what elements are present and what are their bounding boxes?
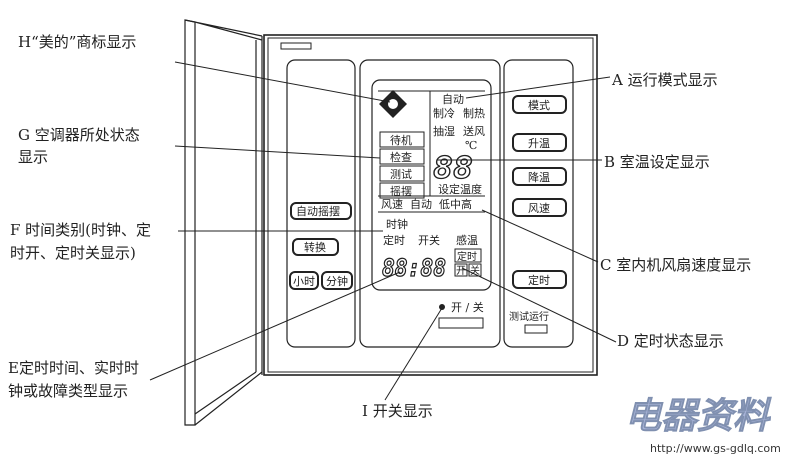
status-indicators: 待机 检查 测试 摇摆	[379, 131, 425, 199]
set-temp-digits: 88	[433, 151, 473, 186]
power-led-icon	[439, 304, 445, 310]
svg-text:风速: 风速	[528, 202, 550, 215]
fan-speed-button[interactable]: 风速	[512, 198, 567, 217]
lcd-display	[371, 79, 492, 291]
power-button[interactable]	[438, 317, 484, 329]
timer-label: 定时	[383, 233, 405, 247]
open-door	[184, 19, 263, 426]
test-run-label: 测试运行	[509, 310, 549, 323]
temp-up-button[interactable]: 升温	[512, 133, 567, 152]
watermark-url: http://www.gs-gdlq.com	[650, 442, 781, 455]
status-swing: 摇摆	[390, 184, 412, 198]
callout-d: D 定时状态显示	[617, 332, 724, 350]
temp-down-button[interactable]: 降温	[512, 167, 567, 186]
svg-text:分钟: 分钟	[326, 274, 348, 288]
timer-box: 定时	[457, 250, 477, 263]
mode-heat: 制热	[463, 107, 485, 120]
callout-a: A 运行模式显示	[611, 71, 718, 89]
mode-dry: 抽湿	[433, 124, 455, 138]
power-label: 开 / 关	[451, 300, 484, 314]
svg-text:升温: 升温	[528, 137, 550, 150]
callout-e-line2: 钟或故障类型显示	[8, 382, 128, 400]
svg-text:模式: 模式	[528, 99, 550, 112]
time-digits: 88:88	[382, 254, 446, 282]
status-test: 测试	[390, 168, 412, 181]
callout-e-line1: E定时时间、实时时	[8, 359, 139, 377]
test-run-button[interactable]	[524, 324, 548, 334]
callout-g-line1: G 空调器所处状态	[18, 126, 140, 144]
timer-button[interactable]: 定时	[512, 270, 567, 289]
status-check: 检查	[390, 150, 412, 164]
control-panel	[263, 34, 598, 376]
callout-b: B 室温设定显示	[604, 153, 710, 171]
callout-f-line1: F 时间类别(时钟、定	[10, 221, 151, 239]
svg-text:小时: 小时	[293, 275, 315, 288]
svg-text:降温: 降温	[528, 170, 550, 184]
status-standby: 待机	[390, 133, 412, 147]
fan-speed-row: 风速 自动 低中高	[381, 197, 472, 211]
celsius-unit: ℃	[465, 139, 477, 152]
mode-button[interactable]: 模式	[512, 95, 567, 114]
svg-text:自动摇摆: 自动摇摆	[296, 204, 340, 218]
timer-on-box: 开	[456, 266, 466, 277]
on-off-label: 开关	[418, 233, 440, 247]
mode-cool: 制冷	[433, 107, 455, 120]
hour-button[interactable]: 小时	[289, 271, 319, 290]
clock-label: 时钟	[386, 217, 408, 231]
sensor-label: 感温	[456, 234, 478, 247]
auto-swing-button[interactable]: 自动摇摆	[290, 202, 352, 220]
svg-text:定时: 定时	[528, 273, 550, 287]
midea-logo-icon	[379, 90, 407, 118]
callout-c: C 室内机风扇速度显示	[600, 256, 751, 274]
mode-fan: 送风	[463, 124, 485, 138]
callout-g-line2: 显示	[18, 148, 48, 166]
mode-auto: 自动	[442, 93, 464, 106]
svg-text:转换: 转换	[304, 240, 326, 254]
callout-i: I 开关显示	[362, 402, 433, 420]
switch-button[interactable]: 转换	[292, 238, 339, 256]
minute-button[interactable]: 分钟	[321, 271, 353, 290]
brand-plate	[280, 42, 312, 50]
callout-h: H“美的”商标显示	[18, 33, 136, 51]
callout-f-line2: 时开、定时关显示)	[10, 244, 136, 262]
set-temp-label: 设定温度	[438, 182, 482, 196]
watermark-title: 电器资料	[625, 395, 772, 437]
leader-lines	[149, 61, 617, 401]
timer-off-box: 关	[470, 264, 480, 277]
